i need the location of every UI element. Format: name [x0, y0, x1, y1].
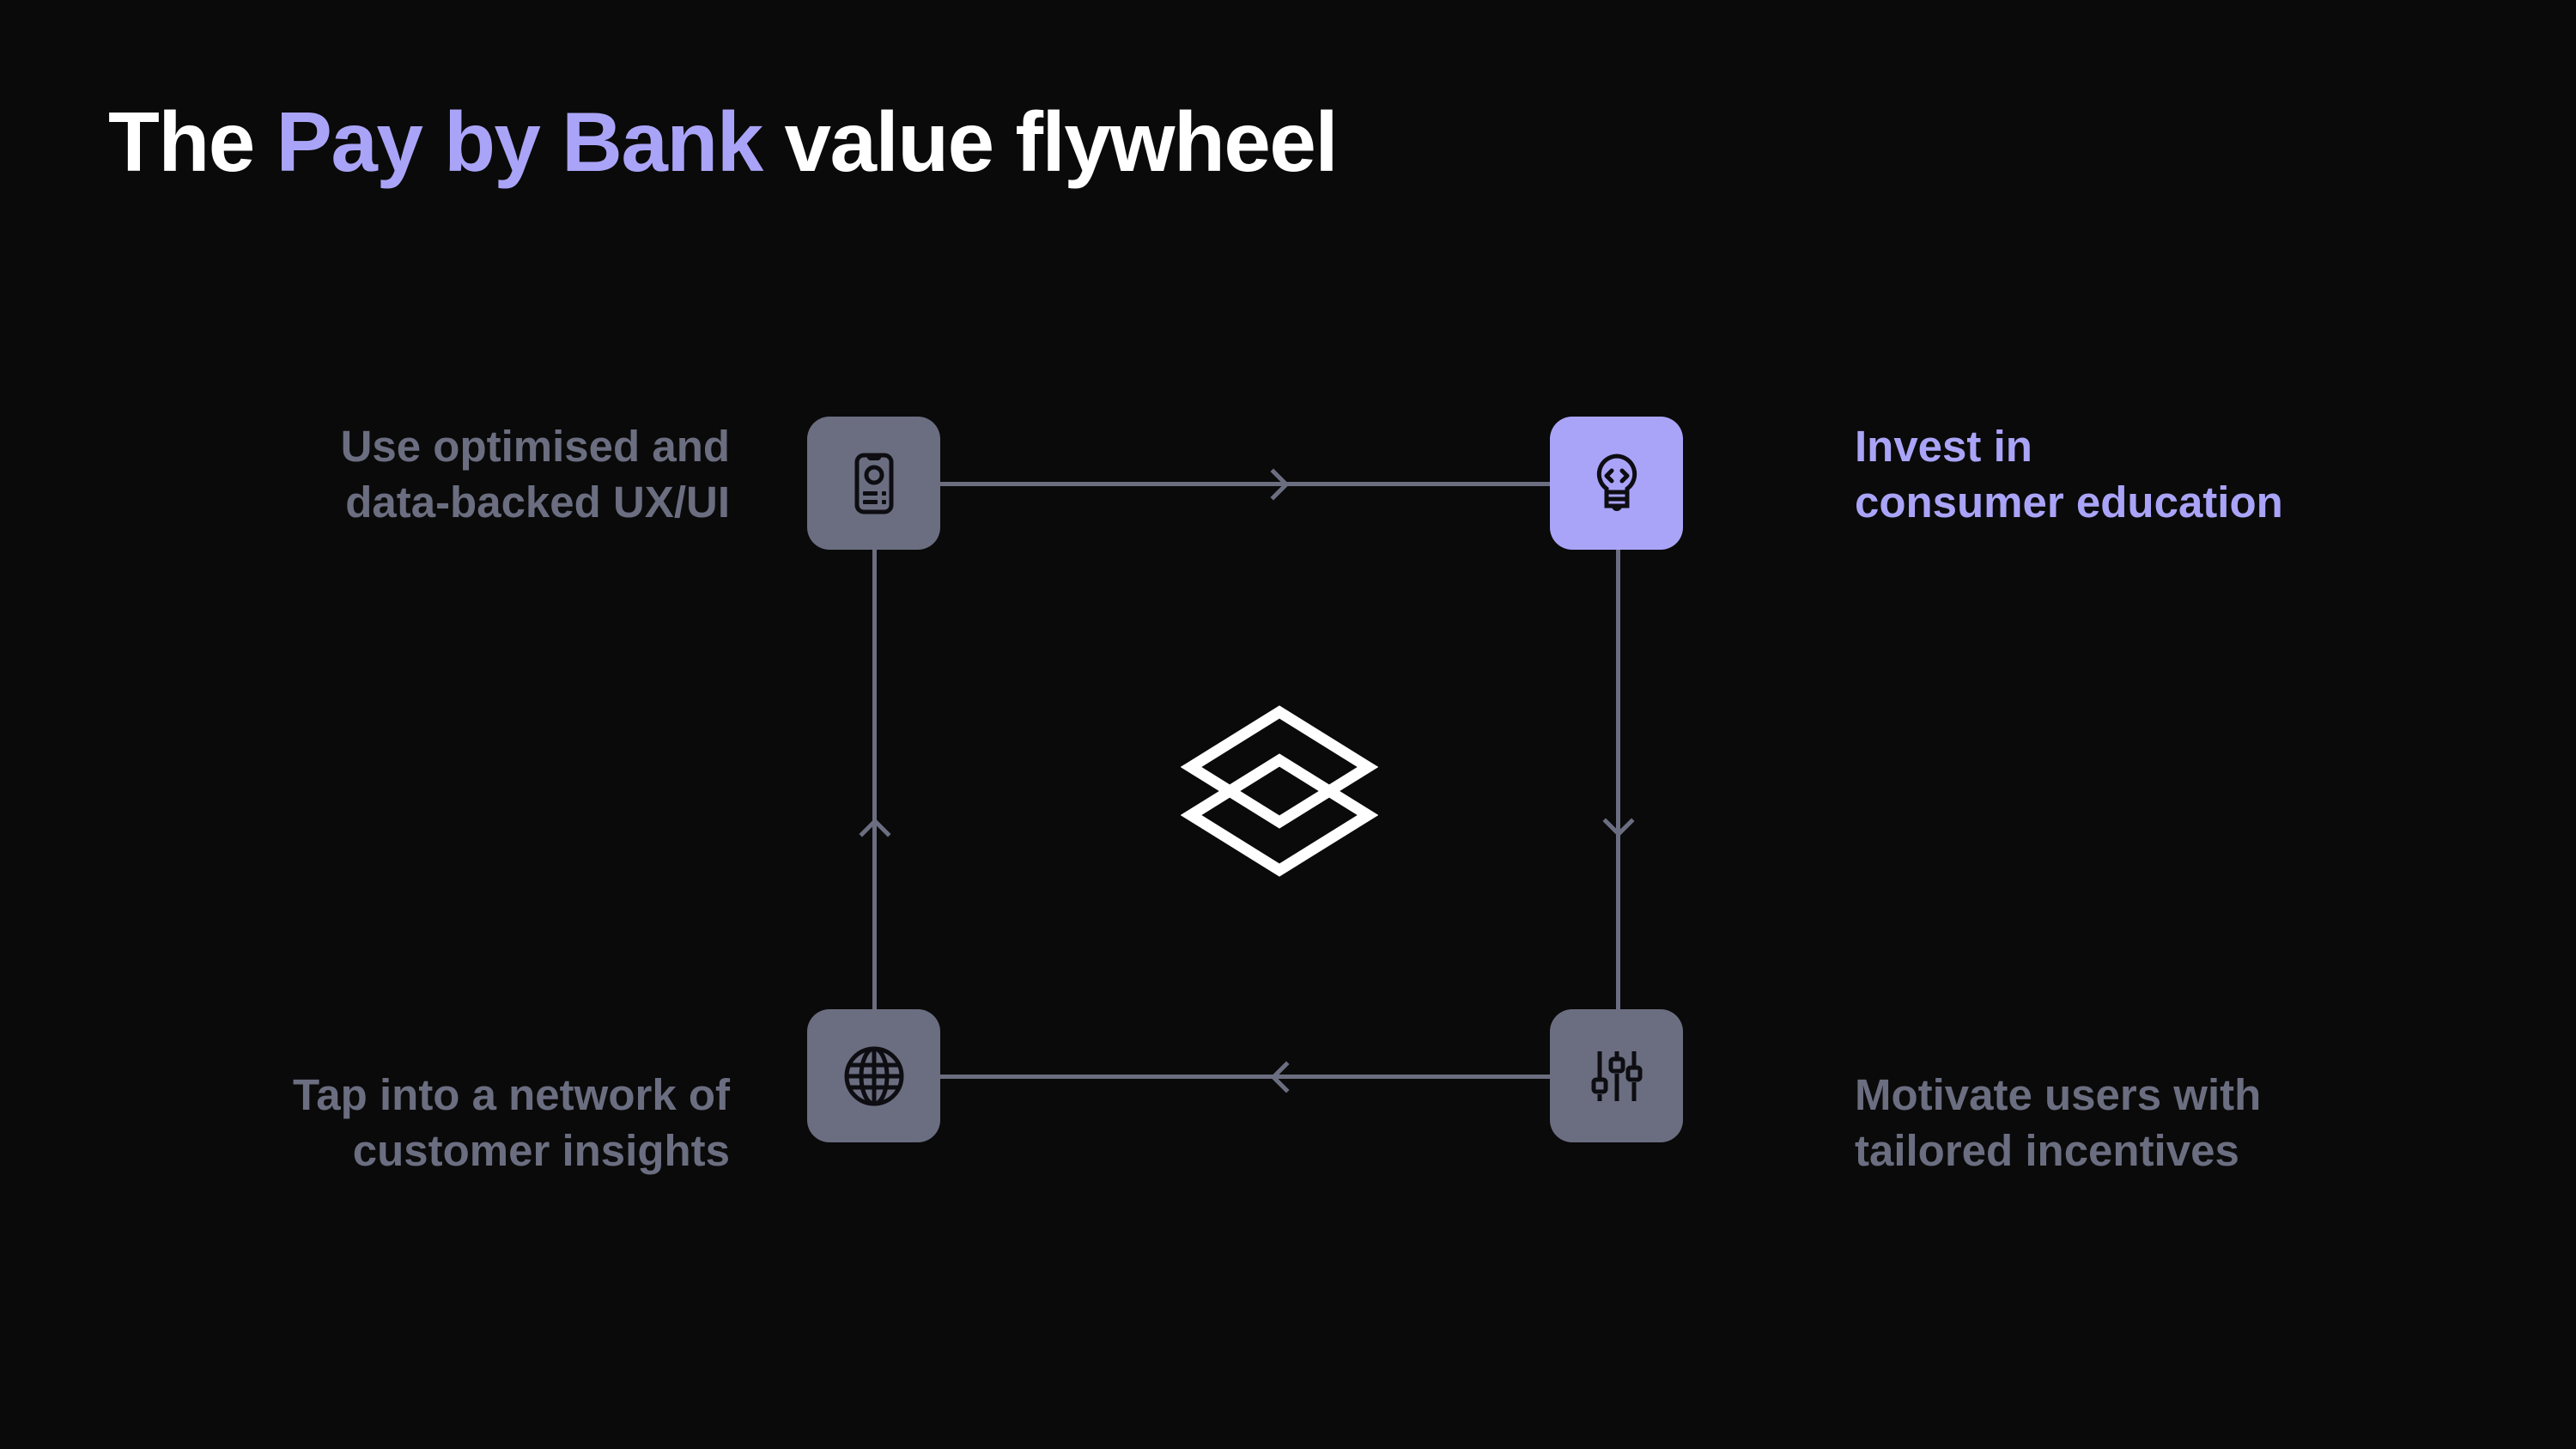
label-top-left-line2: data-backed UX/UI	[345, 478, 730, 527]
globe-network-icon	[837, 1039, 911, 1113]
sliders-icon	[1580, 1039, 1654, 1113]
label-bottom-right-line1: Motivate users with	[1855, 1070, 2262, 1119]
connector-top-rail	[940, 482, 1619, 486]
mobile-profile-icon	[837, 447, 911, 521]
title-part-1: The	[108, 94, 276, 189]
lightbulb-code-icon	[1580, 447, 1654, 521]
chevron-left-icon	[1256, 1054, 1303, 1100]
connector-bottom-rail	[940, 1075, 1619, 1079]
title-part-2: value flywheel	[762, 94, 1339, 189]
node-bottom-right[interactable]	[1550, 1009, 1683, 1142]
label-top-left: Use optimised and data-backed UX/UI	[341, 418, 730, 531]
label-top-right-line1: Invest in	[1855, 422, 2032, 471]
label-bottom-right-line2: tailored incentives	[1855, 1126, 2239, 1176]
flywheel-diagram	[807, 417, 1752, 1142]
label-bottom-left-line2: customer insights	[352, 1126, 730, 1176]
label-top-right-line2: consumer education	[1855, 478, 2283, 527]
node-bottom-left[interactable]	[807, 1009, 940, 1142]
connector-right-rail	[1616, 550, 1620, 1075]
connector-left-rail	[872, 550, 877, 1075]
node-top-left[interactable]	[807, 417, 940, 550]
chevron-right-icon	[1256, 461, 1303, 508]
label-bottom-right: Motivate users with tailored incentives	[1855, 1067, 2261, 1179]
label-top-right: Invest in consumer education	[1855, 418, 2283, 531]
label-bottom-left: Tap into a network of customer insights	[293, 1067, 730, 1179]
label-bottom-left-line1: Tap into a network of	[292, 1070, 730, 1119]
page-title: The Pay by Bank value flywheel	[108, 94, 1339, 189]
chevron-down-icon	[1595, 804, 1642, 850]
title-accent: Pay by Bank	[276, 94, 763, 189]
chevron-up-icon	[852, 804, 898, 850]
stacked-layers-logo	[1181, 700, 1378, 885]
label-top-left-line1: Use optimised and	[340, 422, 730, 471]
node-top-right[interactable]	[1550, 417, 1683, 550]
